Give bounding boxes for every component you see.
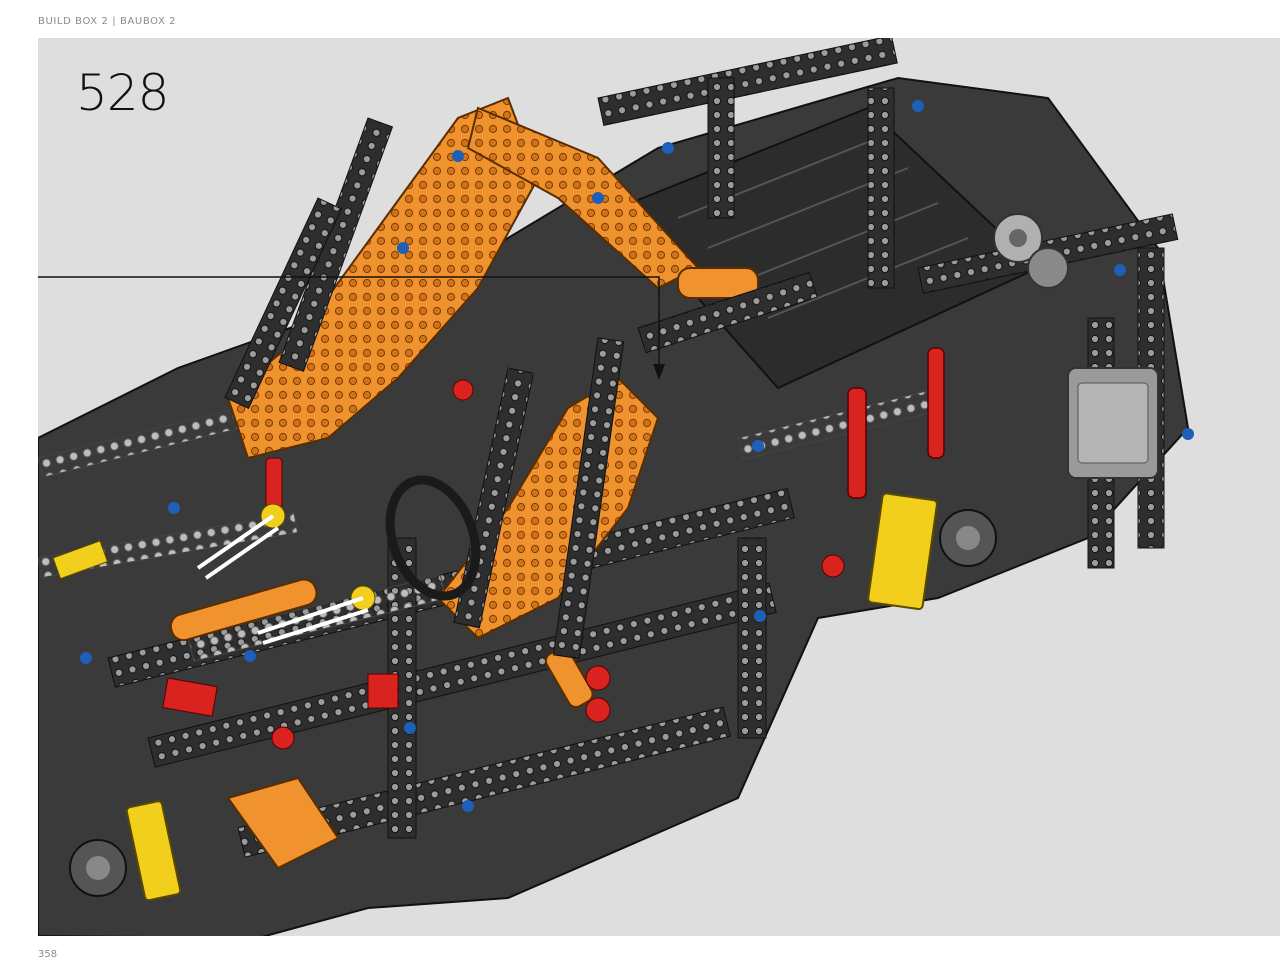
front-orange-arms <box>169 578 594 870</box>
steering-wheel <box>385 475 481 601</box>
step-number: 528 <box>76 64 169 122</box>
header-text: BUILD BOX 2 | BAUBOX 2 <box>38 16 177 27</box>
callout-arrow <box>38 276 665 380</box>
instruction-panel: 528 <box>38 38 1280 936</box>
wheel-hubs <box>69 509 997 897</box>
motor-block <box>993 213 1159 479</box>
red-parts <box>162 347 945 750</box>
seat-left <box>226 96 700 460</box>
rubber-bands <box>196 514 369 645</box>
page-number: 358 <box>38 949 58 960</box>
rear-frame <box>597 38 1179 569</box>
yellow-parts <box>52 492 938 902</box>
model-illustration <box>38 38 1194 936</box>
blue-pins <box>80 100 1194 812</box>
